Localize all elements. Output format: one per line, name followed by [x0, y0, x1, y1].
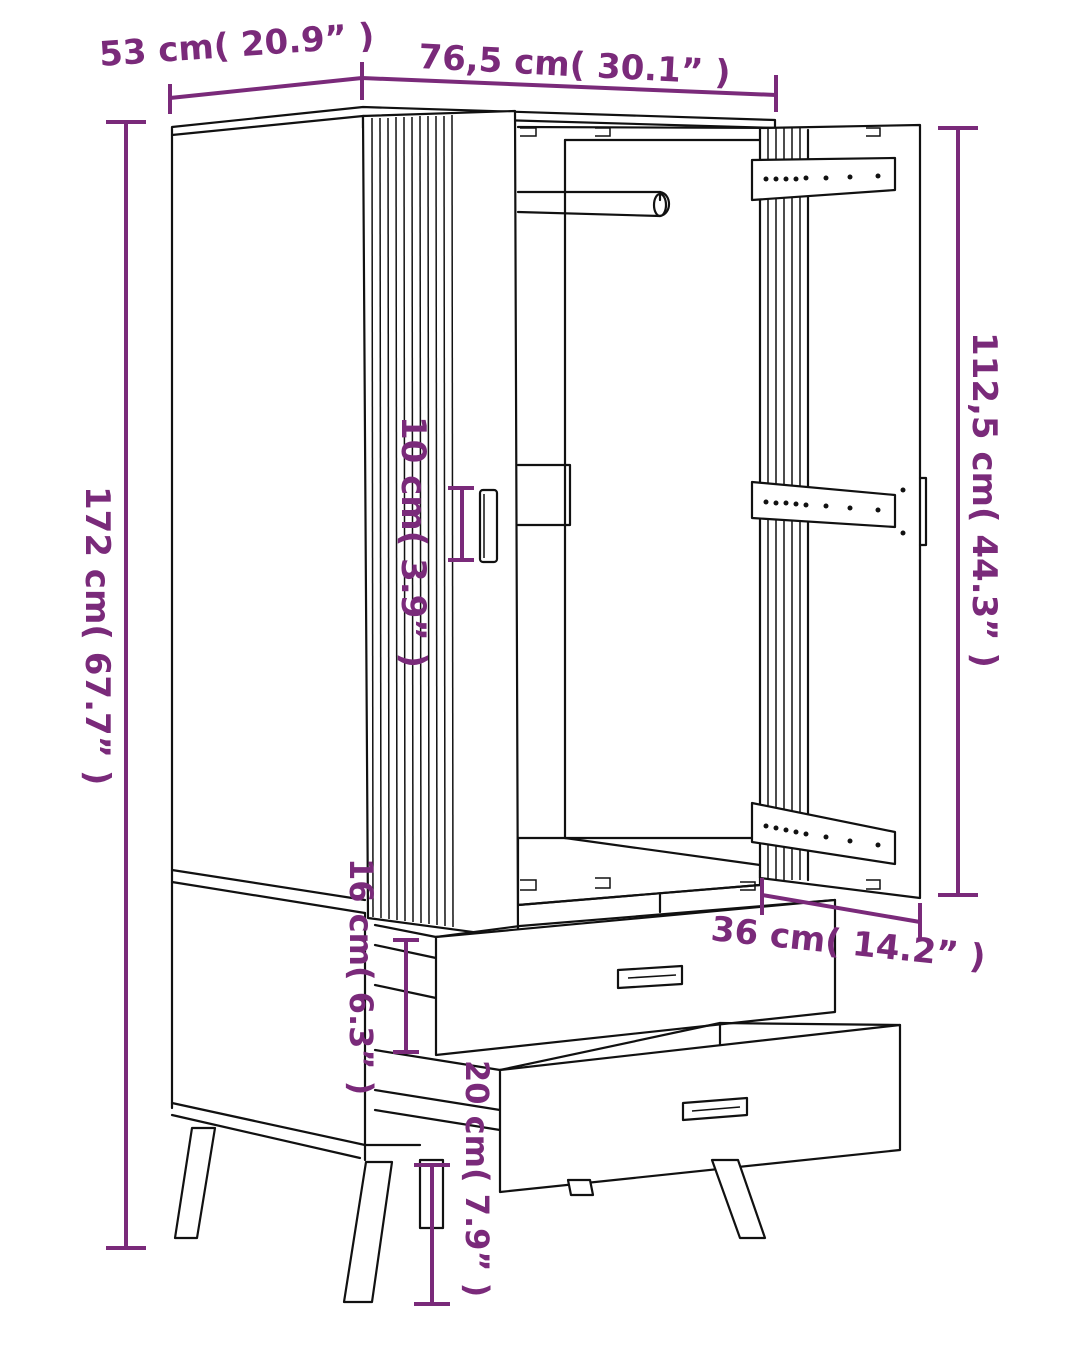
- upper-drawer-height-label: 16 cm( 6.3” ): [342, 858, 380, 1095]
- lower-drawer-height-label: 20 cm( 7.9” ): [458, 1060, 496, 1297]
- lower-drawer: [498, 1021, 902, 1194]
- hinge-top: [750, 156, 897, 202]
- hinge-bottom: [750, 801, 897, 866]
- handle-height-label: 10 cm( 3.9” ): [393, 416, 433, 668]
- legs: [173, 1126, 767, 1304]
- dimension-labels: 53 cm( 20.9” ) 76,5 cm( 30.1” ) 172 cm( …: [77, 16, 1004, 1297]
- depth-label: 53 cm( 20.9” ): [98, 16, 376, 75]
- width-label: 76,5 cm( 30.1” ): [418, 37, 732, 93]
- wardrobe-drawing: [170, 105, 928, 1304]
- wardrobe-height-label: 112,5 cm( 44.3” ): [964, 332, 1004, 668]
- upper-drawer: [434, 893, 837, 1057]
- left-door-slats: [371, 114, 454, 928]
- dimension-lines: [106, 62, 978, 1306]
- total-height-label: 172 cm( 67.7” ): [77, 486, 117, 785]
- hinge-middle: [750, 480, 906, 536]
